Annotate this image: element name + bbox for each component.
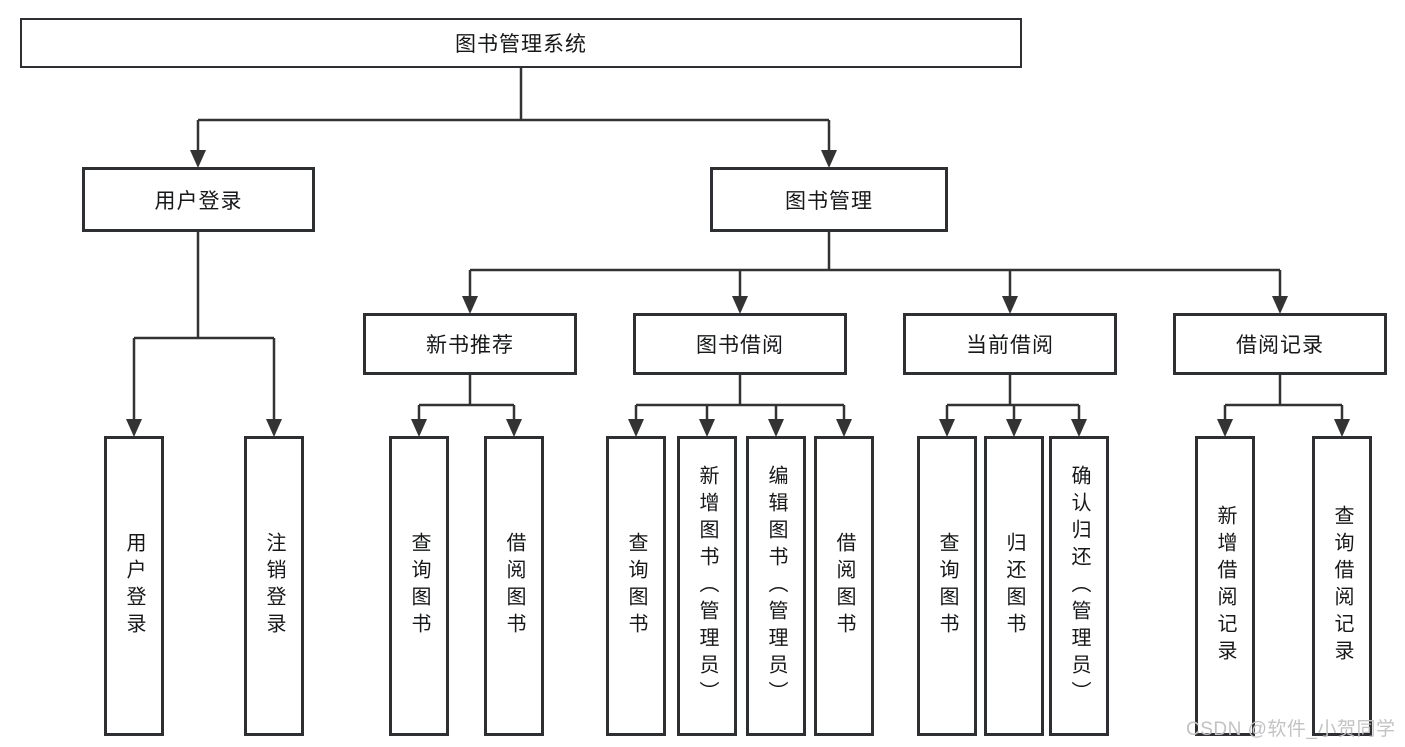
leaf-query-book-current-label: 查询图书 bbox=[936, 532, 958, 640]
leaf-borrow-book-recommend: 借阅图书 bbox=[484, 436, 544, 736]
leaf-query-book-borrow-label: 查询图书 bbox=[625, 532, 647, 640]
node-root-library-system: 图书管理系统 bbox=[20, 18, 1022, 68]
leaf-add-book-admin: 新增图书（管理员） bbox=[677, 436, 737, 736]
node-user-login: 用户登录 bbox=[82, 167, 315, 232]
leaf-query-book-recommend-label: 查询图书 bbox=[408, 532, 430, 640]
leaf-logout-label: 注销登录 bbox=[263, 532, 285, 640]
node-book-management: 图书管理 bbox=[710, 167, 948, 232]
leaf-borrow-book-label: 借阅图书 bbox=[833, 532, 855, 640]
csdn-watermark: CSDN @软件_小贺同学 bbox=[1186, 719, 1396, 740]
leaf-borrow-book-recommend-label: 借阅图书 bbox=[503, 532, 525, 640]
leaf-borrow-book: 借阅图书 bbox=[814, 436, 874, 736]
leaf-query-book-current: 查询图书 bbox=[917, 436, 977, 736]
leaf-query-borrow-record: 查询借阅记录 bbox=[1312, 436, 1372, 736]
node-book-borrow: 图书借阅 bbox=[633, 313, 847, 375]
leaf-user-login-label: 用户登录 bbox=[123, 532, 145, 640]
leaf-query-book-recommend: 查询图书 bbox=[389, 436, 449, 736]
leaf-return-book: 归还图书 bbox=[984, 436, 1044, 736]
leaf-confirm-return-admin-label: 确认归还（管理员） bbox=[1068, 464, 1090, 708]
leaf-add-borrow-record: 新增借阅记录 bbox=[1195, 436, 1255, 736]
node-borrow-records: 借阅记录 bbox=[1173, 313, 1387, 375]
node-new-book-recommend: 新书推荐 bbox=[363, 313, 577, 375]
leaf-edit-book-admin: 编辑图书（管理员） bbox=[746, 436, 806, 736]
leaf-edit-book-admin-label: 编辑图书（管理员） bbox=[765, 464, 787, 708]
leaf-add-borrow-record-label: 新增借阅记录 bbox=[1214, 505, 1236, 667]
leaf-query-book-borrow: 查询图书 bbox=[606, 436, 666, 736]
leaf-logout: 注销登录 bbox=[244, 436, 304, 736]
leaf-add-book-admin-label: 新增图书（管理员） bbox=[696, 464, 718, 708]
leaf-return-book-label: 归还图书 bbox=[1003, 532, 1025, 640]
leaf-query-borrow-record-label: 查询借阅记录 bbox=[1331, 505, 1353, 667]
node-current-borrow: 当前借阅 bbox=[903, 313, 1117, 375]
leaf-user-login: 用户登录 bbox=[104, 436, 164, 736]
leaf-confirm-return-admin: 确认归还（管理员） bbox=[1049, 436, 1109, 736]
